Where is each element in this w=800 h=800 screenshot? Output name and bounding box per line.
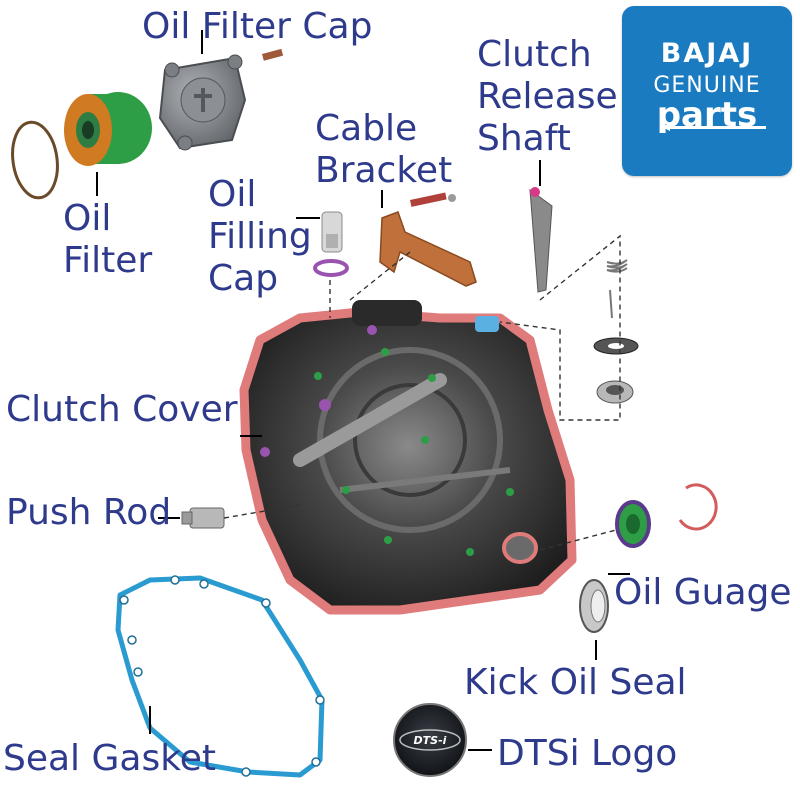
label-dtsi-logo: DTSi Logo xyxy=(497,733,678,774)
clutch-cover-part xyxy=(239,300,577,615)
oil-filter-cap-part xyxy=(158,48,284,151)
seal-gasket-holes xyxy=(119,575,325,777)
label-oil-guage: Oil Guage xyxy=(614,572,792,613)
assembly-guide-lines xyxy=(223,234,621,551)
spring-washer-bearing xyxy=(593,259,639,404)
oil-filter-o-ring xyxy=(11,120,59,200)
clutch-release-shaft-part xyxy=(529,187,553,293)
leader-lines xyxy=(96,30,630,751)
oil-filter-part xyxy=(64,92,152,166)
brand-name: BAJAJ xyxy=(660,38,754,69)
underline-arrow-icon xyxy=(662,123,766,131)
genuine-text: GENUINE xyxy=(653,73,761,98)
push-rod-part xyxy=(181,507,225,529)
label-push-rod: Push Rod xyxy=(6,492,172,533)
bajaj-genuine-parts-logo: BAJAJ GENUINE parts xyxy=(622,6,792,176)
label-oil-filter-cap: Oil Filter Cap xyxy=(142,6,373,47)
label-kick-oil-seal: Kick Oil Seal xyxy=(464,662,687,703)
cable-bracket-part xyxy=(379,192,477,287)
label-clutch-cover: Clutch Cover xyxy=(6,389,238,430)
seal-gasket-part xyxy=(115,575,325,778)
label-seal-gasket: Seal Gasket xyxy=(3,738,217,779)
svg-text:DTS-i: DTS-i xyxy=(414,734,447,747)
oil-filling-cap-part xyxy=(313,211,349,277)
dtsi-logo-part: DTS-i xyxy=(393,703,467,777)
circlip-part xyxy=(678,483,718,531)
oil-guage-part xyxy=(615,500,651,548)
kick-oil-seal-part xyxy=(579,579,609,633)
